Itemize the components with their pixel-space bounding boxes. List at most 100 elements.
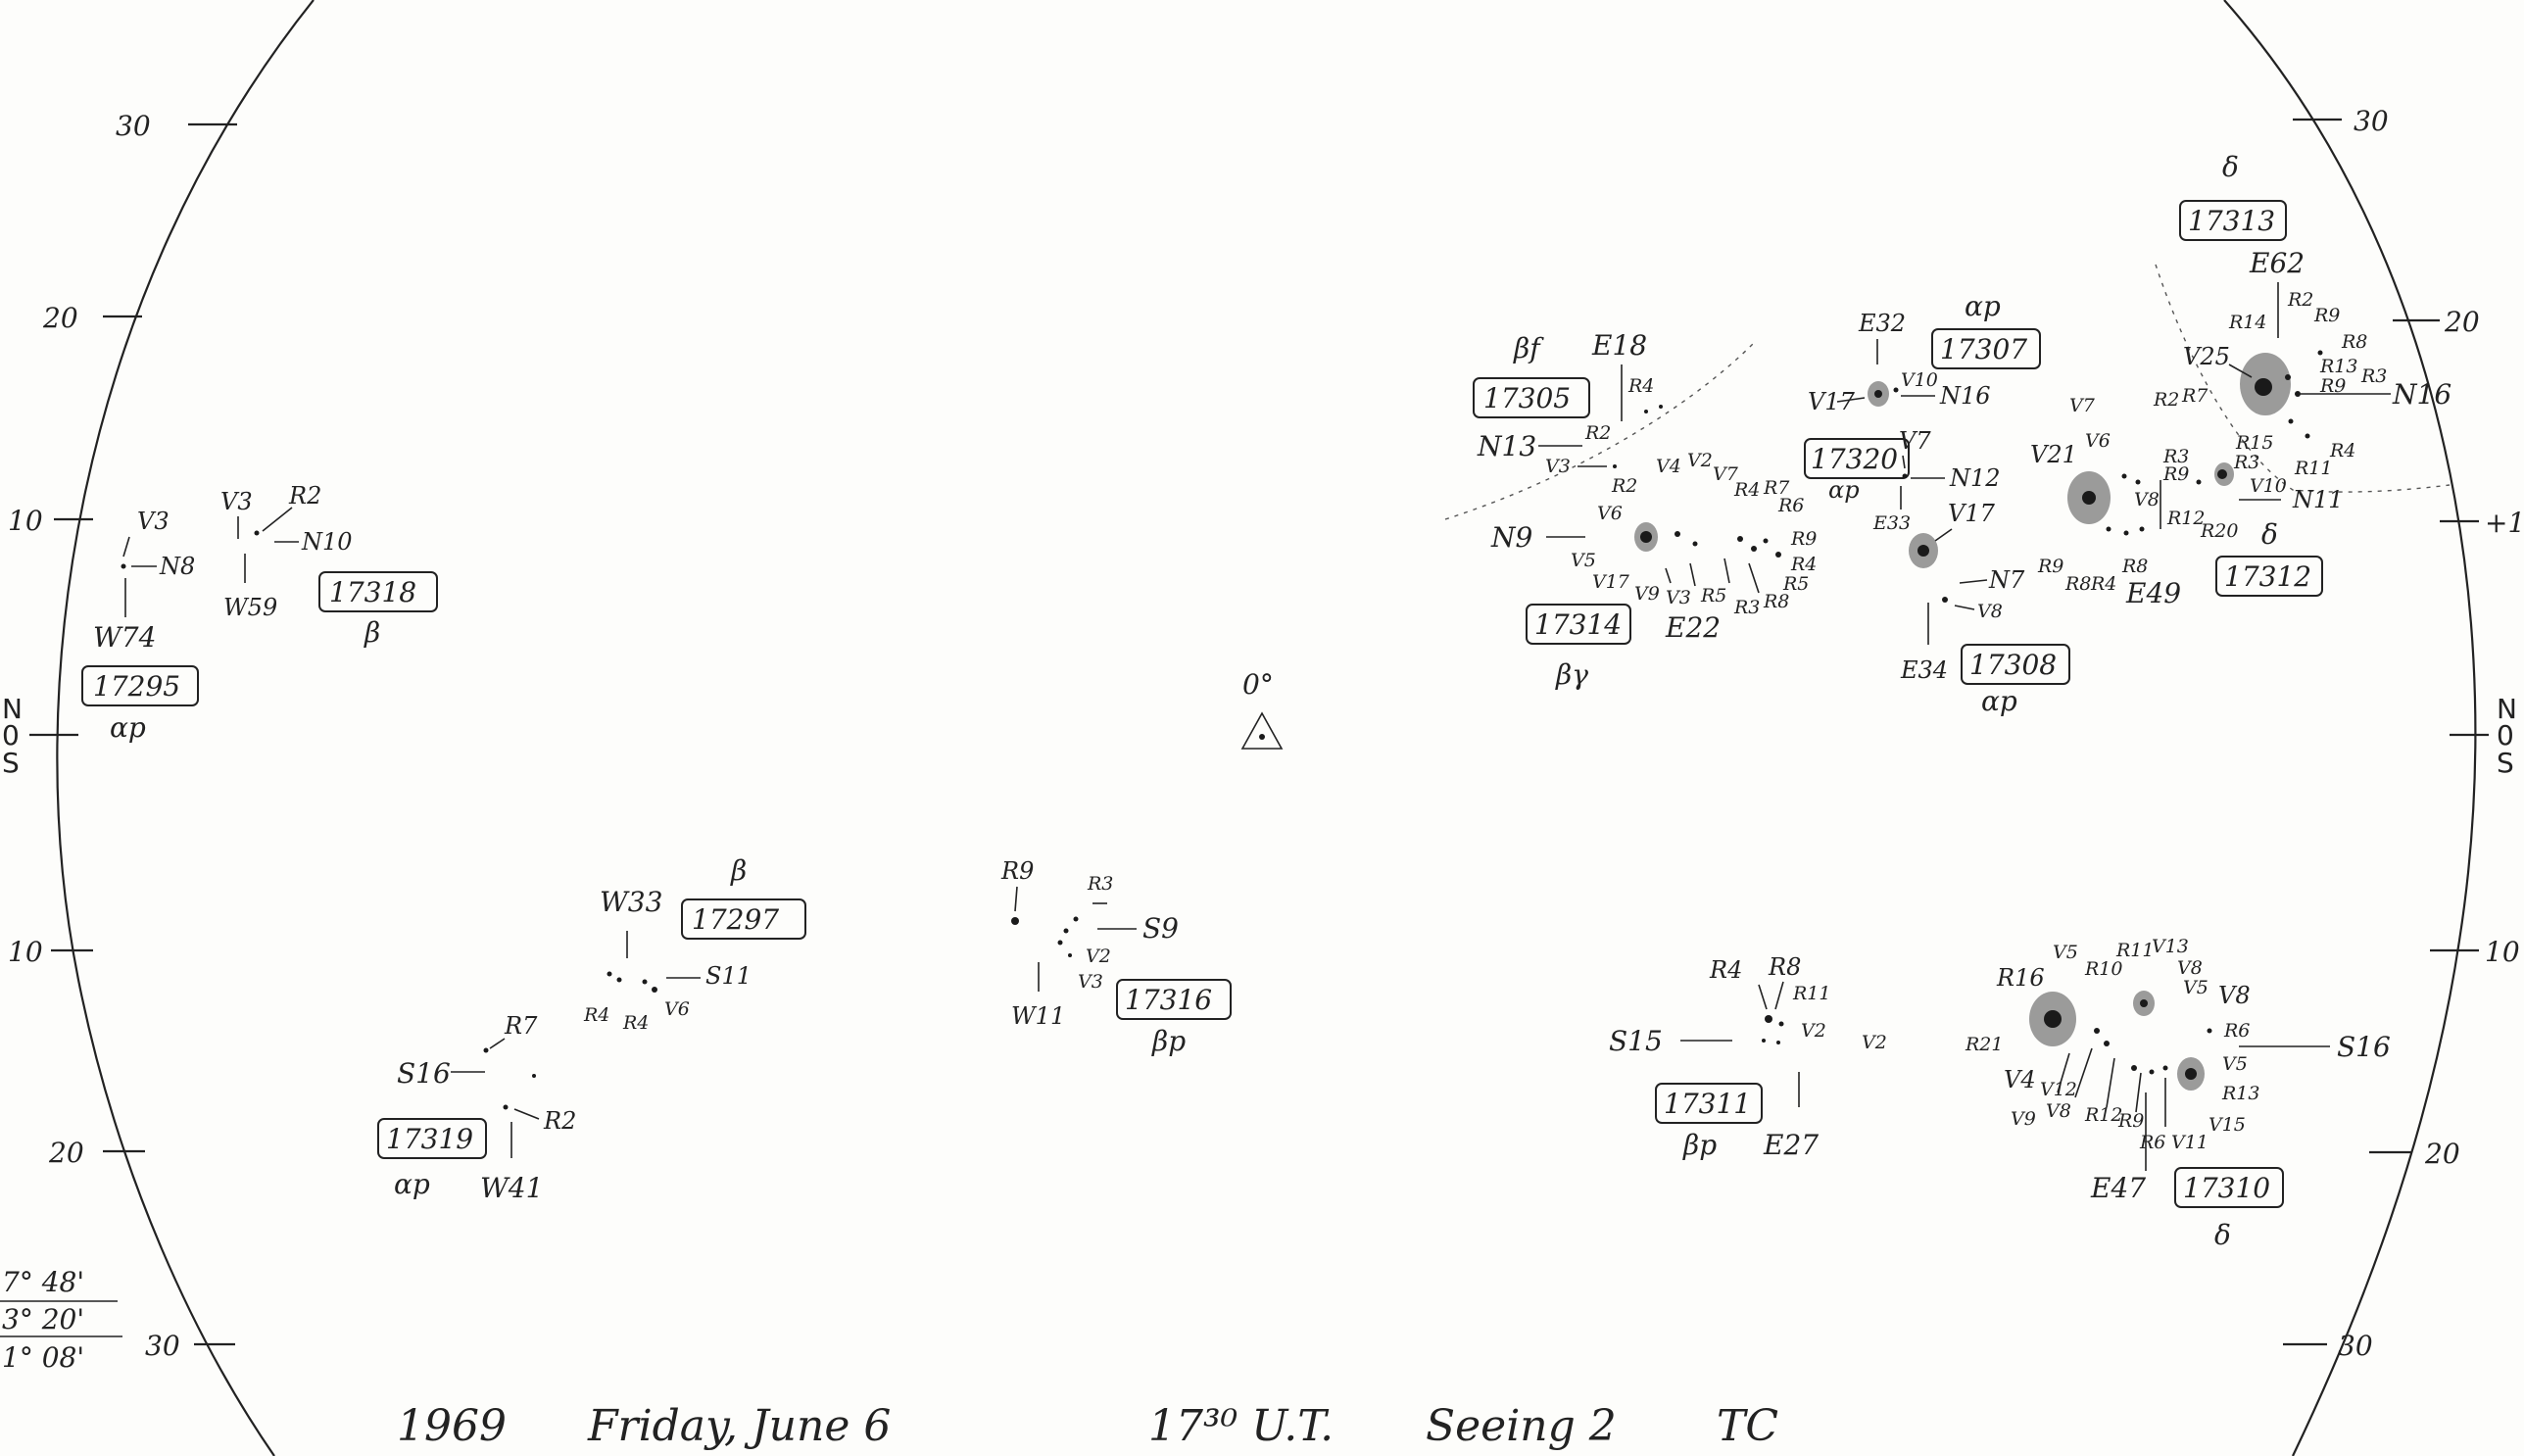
region-17310-spot-7: V8 bbox=[2218, 982, 2251, 1009]
region-17312-spot-3: V21 bbox=[2030, 441, 2077, 468]
region-17318: V3 R2 N10 W59 17318 β bbox=[220, 482, 438, 649]
left-tick-20: 20 bbox=[42, 302, 78, 334]
region-17313-spot-3: R8 bbox=[2341, 331, 2367, 353]
region-17310-spot-19: R13 bbox=[2221, 1083, 2259, 1104]
right-tick-minus-20: 20 bbox=[2424, 1138, 2460, 1170]
region-17320-pos: E33 bbox=[1872, 512, 1911, 534]
region-17310-spot-3: R11 bbox=[2115, 940, 2154, 961]
region-17312-spot-9: V8 bbox=[2134, 489, 2160, 510]
region-17295-id: 17295 bbox=[93, 670, 180, 703]
region-17316-spot-0: R9 bbox=[1000, 857, 1034, 885]
region-17308-lat: N7 bbox=[1988, 566, 2025, 594]
region-17310-spot-4: V13 bbox=[2152, 936, 2189, 957]
region-17310-spot-20: V5 bbox=[2222, 1053, 2248, 1075]
region-17314-spot-4: V7 bbox=[1713, 463, 1739, 485]
right-equator-0: 0 bbox=[2497, 719, 2514, 752]
region-17310-spot-9: R21 bbox=[1965, 1034, 2003, 1055]
region-17295-pos: W74 bbox=[93, 621, 156, 654]
region-17314-spot-10: R5 bbox=[1782, 573, 1809, 595]
region-17320: 17320 αp V7 N12 E33 bbox=[1804, 427, 2001, 534]
region-17314-id: 17314 bbox=[1534, 608, 1622, 641]
region-17319-spot-1: R2 bbox=[543, 1107, 576, 1135]
right-tick-10: +1 bbox=[2485, 507, 2524, 539]
region-17316-id: 17316 bbox=[1125, 984, 1212, 1016]
region-17311-spot-1: R8 bbox=[1768, 953, 1801, 981]
region-17318-id: 17318 bbox=[329, 576, 416, 608]
region-17311-spot-2: R11 bbox=[1792, 983, 1830, 1004]
region-17311-pos: E27 bbox=[1763, 1129, 1819, 1161]
region-17310-spot-2: R10 bbox=[2084, 958, 2122, 980]
region-17310-spot-6: V5 bbox=[2183, 977, 2208, 998]
region-17297: β W33 17297 S11 R4 R4 V6 bbox=[583, 854, 806, 1034]
right-equator-s: S bbox=[2497, 747, 2514, 779]
region-17320-spot-0: V7 bbox=[1899, 427, 1931, 455]
region-17297-spot-2: V6 bbox=[664, 998, 690, 1020]
corner-value-a: 7° 48' bbox=[2, 1266, 84, 1298]
caption-year: 1969 bbox=[397, 1401, 507, 1451]
region-17297-spot-0: R4 bbox=[583, 1004, 609, 1026]
region-17305-spot-1: R2 bbox=[1584, 422, 1611, 444]
region-17297-class: β bbox=[730, 854, 747, 887]
region-17312-spot-8: V10 bbox=[2250, 475, 2287, 497]
region-17310-spot-16: R6 bbox=[2139, 1132, 2165, 1153]
right-latitude-scale: 30 20 +1 N 0 S 10 20 30 bbox=[2283, 105, 2524, 1362]
region-17314-spot-1: R2 bbox=[1611, 475, 1637, 497]
region-17308-spot-1: V8 bbox=[1977, 601, 2003, 622]
left-equator-s: S bbox=[2, 747, 20, 779]
disk-center-marker: 0° bbox=[1240, 668, 1284, 750]
left-latitude-scale: 30 20 10 N 0 S 10 20 30 bbox=[2, 110, 237, 1362]
region-17297-id: 17297 bbox=[692, 903, 779, 936]
region-17313-spot-1: R2 bbox=[2287, 289, 2313, 311]
region-17310-spot-17: V11 bbox=[2171, 1132, 2208, 1153]
region-17314-spot-13: R5 bbox=[1700, 585, 1726, 607]
region-17314-spot-2: V4 bbox=[1656, 456, 1681, 477]
region-17314-spot-12: R3 bbox=[1733, 597, 1760, 618]
region-17313-spot-8: R4 bbox=[2329, 440, 2355, 461]
region-17305: βf E18 R4 17305 N13 R2 V3 bbox=[1473, 329, 1663, 477]
region-17305-lat: N13 bbox=[1477, 430, 1536, 462]
region-17312-spot-13: R8 bbox=[2064, 573, 2091, 595]
region-17314-spot-14: V3 bbox=[1666, 587, 1691, 608]
left-tick-minus-10: 10 bbox=[8, 936, 43, 968]
region-17312: V7 R2 R7 V21 V6 R3 R9 R3 V10 V8 R12 R20 … bbox=[2030, 385, 2344, 609]
region-17319: R7 S16 R2 17319 αp W41 bbox=[377, 1012, 576, 1204]
region-17314-spot-3: V2 bbox=[1687, 450, 1713, 471]
region-17312-id: 17312 bbox=[2224, 560, 2311, 593]
caption-day: Friday, June 6 bbox=[587, 1401, 891, 1451]
region-17313-lat: N16 bbox=[2392, 378, 2451, 411]
solar-limb-right bbox=[2223, 0, 2477, 1456]
region-17318-spot-0: V3 bbox=[220, 488, 253, 515]
region-17308-pos: E34 bbox=[1900, 656, 1948, 684]
corner-measurements: 7° 48' 3° 20' 1° 08' bbox=[0, 1266, 122, 1374]
region-17310-spot-1: V5 bbox=[2053, 942, 2078, 963]
region-17313-spot-10: R15 bbox=[2235, 432, 2273, 454]
region-17310-spot-14: R12 bbox=[2084, 1104, 2122, 1126]
region-17313-spot-6: R3 bbox=[2360, 365, 2387, 387]
region-17310-lat: S16 bbox=[2337, 1031, 2391, 1063]
region-17310-spot-10: V4 bbox=[2004, 1066, 2036, 1093]
region-17312-spot-15: R8 bbox=[2121, 556, 2148, 577]
region-17316-spot-3: V3 bbox=[1078, 971, 1103, 993]
region-17312-lat: N11 bbox=[2292, 486, 2344, 513]
region-17311-lat: S15 bbox=[1609, 1025, 1663, 1057]
region-17316-class: βp bbox=[1151, 1025, 1186, 1057]
region-17316-spot-1: R3 bbox=[1087, 873, 1113, 895]
region-17305-id: 17305 bbox=[1483, 382, 1571, 414]
region-17310-pos: E47 bbox=[2090, 1172, 2146, 1204]
region-17314-spot-17: V5 bbox=[1571, 550, 1596, 571]
region-17313-spot-5: R13 bbox=[2319, 356, 2357, 377]
region-17312-spot-11: R20 bbox=[2200, 520, 2238, 542]
region-17310-spot-8: R6 bbox=[2223, 1020, 2250, 1042]
region-17310-spot-12: V9 bbox=[2011, 1108, 2036, 1130]
region-17314-spot-0: V6 bbox=[1597, 503, 1623, 524]
region-17313-id: 17313 bbox=[2188, 205, 2275, 237]
region-17311-spot-3: V2 bbox=[1801, 1020, 1826, 1042]
region-17314: N9 V6 R2 V4 V2 V7 R4 R7 R6 R9 R4 R5 R8 R… bbox=[1490, 450, 1817, 691]
corner-value-c: 1° 08' bbox=[2, 1341, 84, 1374]
region-17312-spot-1: R2 bbox=[2153, 389, 2179, 411]
region-17314-spot-9: R4 bbox=[1790, 554, 1817, 575]
region-17318-class: β bbox=[364, 616, 380, 649]
right-tick-20: 20 bbox=[2444, 306, 2480, 338]
region-17308-class: αp bbox=[1981, 685, 2017, 717]
